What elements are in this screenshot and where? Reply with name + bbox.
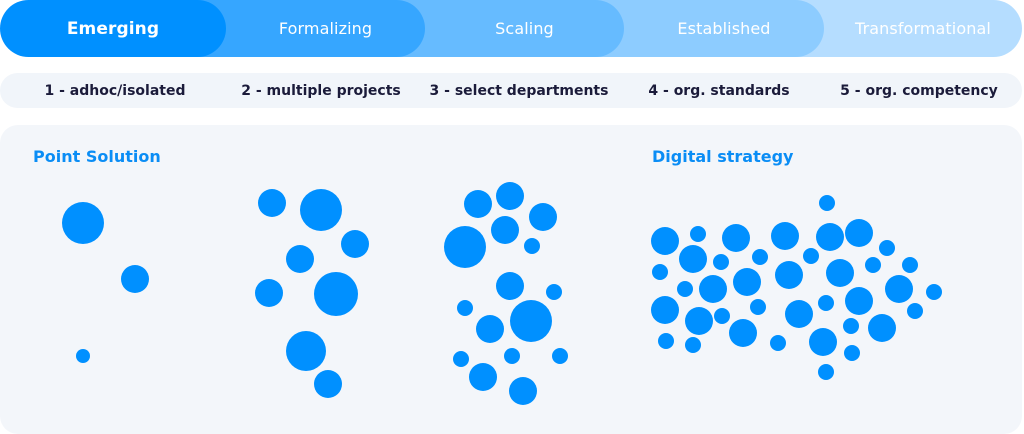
stage-formalizing: Formalizing [198,0,425,57]
stage-label: Scaling [495,19,554,38]
stage-label: Established [677,19,771,38]
illustration-panel [0,125,1022,434]
maturity-stage-bar: Transformational Established Scaling For… [0,0,1024,57]
stage-scaling: Scaling [397,0,624,57]
stage-transformational: Transformational [796,0,1022,57]
level-5-org-competency: 5 - org. competency [840,82,998,99]
digital-strategy-heading: Digital strategy [652,147,794,166]
maturity-level-row: 1 - adhoc/isolated 2 - multiple projects… [0,73,1022,108]
stage-label: Formalizing [278,19,373,38]
stage-emerging: Emerging [0,0,226,57]
stage-label: Transformational [855,19,991,38]
stage-established: Established [596,0,824,57]
point-solution-heading: Point Solution [33,147,161,166]
level-4-org-standards: 4 - org. standards [648,82,790,99]
stage-label: Emerging [66,18,160,39]
level-1-adhoc: 1 - adhoc/isolated [44,82,186,99]
level-2-multiple-projects: 2 - multiple projects [241,82,401,99]
level-3-select-departments: 3 - select departments [429,82,609,99]
